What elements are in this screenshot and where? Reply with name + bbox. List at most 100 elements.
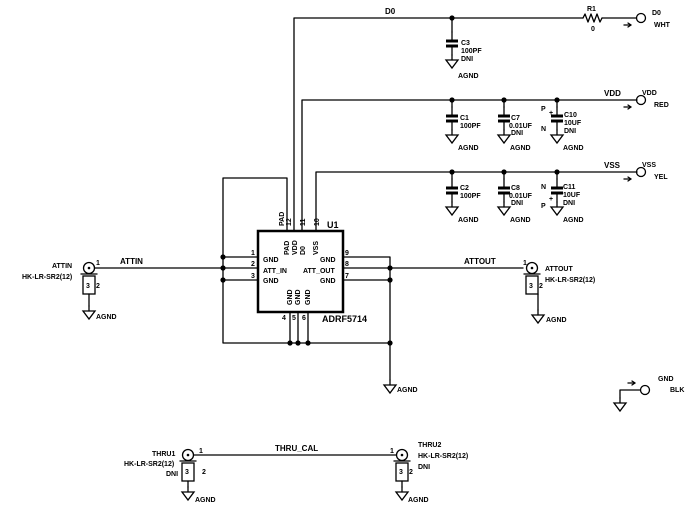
connector-gnd-circle xyxy=(639,384,651,396)
c2-value: 100PF xyxy=(460,193,481,200)
c1-gnd-label: AGND xyxy=(458,145,479,152)
ic-pin-11-num: 11 xyxy=(300,218,307,226)
connector-d0: D0 WHT xyxy=(623,10,671,29)
ic-pin-3-name: GND xyxy=(263,278,279,285)
ic-pin-8-name: ATT_OUT xyxy=(303,268,335,275)
wires xyxy=(94,17,641,456)
gnd-ic-label: AGND xyxy=(397,387,418,394)
attout-part: HK-LR-SR2(12) xyxy=(545,277,595,284)
ic-part: ADRF5714 xyxy=(322,314,367,324)
attin-pin1: 1 xyxy=(96,260,100,267)
c10-ref: C10 xyxy=(564,112,577,119)
attin-ref: ATTIN xyxy=(52,263,72,270)
connector-d0-color: WHT xyxy=(654,22,671,29)
c1-value: 100PF xyxy=(460,123,481,130)
connector-vdd-circle xyxy=(635,94,647,106)
ic-pin-6-num: 6 xyxy=(302,315,306,322)
attout-gnd-label: AGND xyxy=(546,317,567,324)
ic-pin-2-name: ATT_IN xyxy=(263,268,287,275)
connector-vss-color: YEL xyxy=(654,174,668,181)
connector-vdd: VDD RED xyxy=(623,90,669,110)
net-labels: D0 VDD VSS ATTIN ATTOUT THRU_CAL xyxy=(120,7,621,453)
attin-gnd-label: AGND xyxy=(96,314,117,321)
c3-gnd-label: AGND xyxy=(458,73,479,80)
ic-pin-7-name: GND xyxy=(320,278,336,285)
capacitor-c8: C8 0.01UF DNI AGND xyxy=(496,177,533,224)
rf-connector-thru2: 3 2 1 THRU2 HK-LR-SR2(12) DNI AGND xyxy=(390,442,468,504)
c8-ref: C8 xyxy=(511,185,520,192)
attin-pin2: 2 xyxy=(96,283,100,290)
c7-ref: C7 xyxy=(511,115,520,122)
ic-pin-d0-name: D0 xyxy=(300,246,307,255)
ic-pin-6-name: GND xyxy=(305,289,312,305)
capacitor-c7: C7 0.01UF DNI AGND xyxy=(496,105,533,152)
ic-pin-5-num: 5 xyxy=(292,315,296,322)
c10-gnd-label: AGND xyxy=(563,145,584,152)
ic-pin-3-num: 3 xyxy=(251,273,255,280)
thru1-pin1: 1 xyxy=(199,448,203,455)
c11-gnd-label: AGND xyxy=(563,217,584,224)
ic-pin-vss-name: VSS xyxy=(313,241,320,255)
thru2-part: HK-LR-SR2(12) xyxy=(418,453,468,460)
c3-note: DNI xyxy=(461,56,473,63)
gnd-ic: AGND xyxy=(383,379,418,394)
capacitor-c1: C1 100PF AGND xyxy=(444,105,481,152)
c10-polarity-n: N xyxy=(541,126,546,133)
attout-ref: ATTOUT xyxy=(545,266,573,273)
capacitor-c10: P + N C10 10UF DNI AGND xyxy=(541,105,584,152)
c10-note: DNI xyxy=(564,128,576,135)
c3-value: 100PF xyxy=(461,48,482,55)
ic-ref: U1 xyxy=(327,220,339,230)
connector-gnd-color: BLK xyxy=(670,387,684,394)
ic-pin-10-num: 10 xyxy=(314,218,321,226)
r1-ref: R1 xyxy=(587,6,596,13)
c8-note: DNI xyxy=(511,200,523,207)
c11-note: DNI xyxy=(563,200,575,207)
thru2-ref: THRU2 xyxy=(418,442,441,449)
attin-part: HK-LR-SR2(12) xyxy=(22,274,72,281)
c10-polarity-p: P xyxy=(541,106,546,113)
connector-vdd-name: VDD xyxy=(642,90,657,97)
attin-pin3: 3 xyxy=(86,283,90,290)
thru2-gnd-label: AGND xyxy=(408,497,429,504)
connector-vss: VSS YEL xyxy=(623,162,668,182)
junctions xyxy=(220,15,560,346)
connector-gnd: GND BLK xyxy=(613,376,684,412)
attout-pin3: 3 xyxy=(529,283,533,290)
net-label-vss: VSS xyxy=(604,161,621,170)
r1-value: 0 xyxy=(591,26,595,33)
rf-connector-attin: 3 2 1 ATTIN HK-LR-SR2(12) AGND xyxy=(22,260,117,321)
c11-plus: + xyxy=(549,196,553,203)
ic-pin-vdd-name: VDD xyxy=(292,240,299,255)
c10-plus: + xyxy=(549,110,553,117)
c7-value: 0.01UF xyxy=(509,123,533,130)
ic-pin-5-name: GND xyxy=(295,289,302,305)
connector-vss-circle xyxy=(635,166,647,178)
connector-gnd-name: GND xyxy=(658,376,674,383)
net-label-thru-cal: THRU_CAL xyxy=(275,444,318,453)
thru1-note: DNI xyxy=(166,471,178,478)
c2-gnd-label: AGND xyxy=(458,217,479,224)
attout-pin1: 1 xyxy=(523,260,527,267)
c11-polarity-p: P xyxy=(541,203,546,210)
thru1-part: HK-LR-SR2(12) xyxy=(124,461,174,468)
thru1-ref: THRU1 xyxy=(152,451,175,458)
attout-pin2: 2 xyxy=(539,283,543,290)
c10-value: 10UF xyxy=(564,120,582,127)
thru1-gnd-label: AGND xyxy=(195,497,216,504)
rf-connector-attout: 3 2 1 ATTOUT HK-LR-SR2(12) AGND xyxy=(523,260,595,324)
c2-ref: C2 xyxy=(460,185,469,192)
c11-polarity-n: N xyxy=(541,184,546,191)
c7-note: DNI xyxy=(511,130,523,137)
ic-pin-1-name: GND xyxy=(263,257,279,264)
c11-value: 10UF xyxy=(563,192,581,199)
thru2-pin1: 1 xyxy=(390,448,394,455)
connector-d0-name: D0 xyxy=(652,10,661,17)
ic-pin-12-num: 12 xyxy=(286,218,293,226)
ic-pin-4-num: 4 xyxy=(282,315,286,322)
thru2-pin3: 3 xyxy=(399,469,403,476)
ic-pin-1-num: 1 xyxy=(251,250,255,257)
connector-vss-name: VSS xyxy=(642,162,656,169)
ic-pin-9-name: GND xyxy=(320,257,336,264)
